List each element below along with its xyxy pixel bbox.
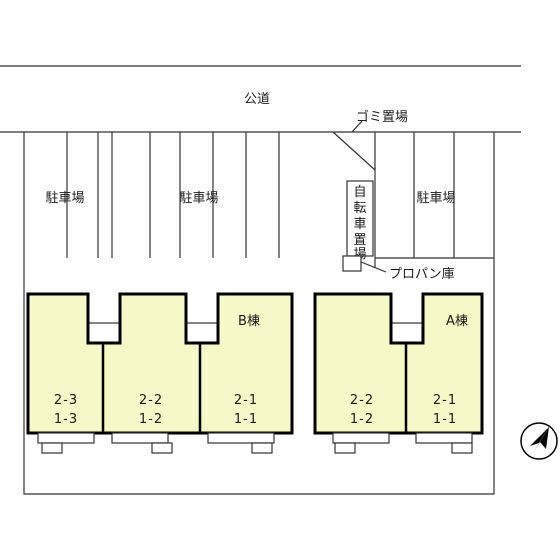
building-b-outline: [26, 292, 294, 435]
north-arrow-icon: [520, 422, 558, 460]
unit-lower-label: 1-1: [234, 412, 258, 427]
building-b-label: B棟: [238, 314, 260, 329]
parking-label-2: 駐車場: [179, 191, 218, 206]
bicycle-label-4: 置: [353, 233, 366, 248]
parking-area-1: [66, 132, 99, 258]
building-b: [26, 292, 294, 454]
parking-area-3: [375, 132, 494, 259]
balcony-step: [151, 442, 173, 454]
balcony: [415, 432, 473, 444]
stair-recess: [87, 322, 121, 344]
balcony: [37, 432, 95, 444]
unit-lower-label: 1-2: [350, 412, 374, 427]
unit-upper-label: 2-1: [234, 393, 258, 408]
stair-recess: [185, 322, 219, 344]
bicycle-label-1: 自: [353, 185, 366, 200]
balcony: [332, 432, 390, 444]
balcony-step: [451, 442, 473, 454]
road-label: 公道: [244, 92, 270, 107]
balcony-step: [251, 442, 273, 454]
balcony: [111, 432, 169, 444]
parking-area-2: [111, 132, 280, 258]
unit-upper-label: 2-1: [433, 393, 457, 408]
garbage-leader-line: [351, 120, 363, 133]
balcony-step: [41, 442, 63, 454]
bicycle-label-3: 車: [353, 217, 366, 232]
garbage-area-line: [332, 131, 376, 171]
building-a-label: A棟: [446, 314, 468, 329]
stair-recess: [390, 322, 424, 344]
building-a: [313, 292, 484, 454]
unit-lower-label: 1-1: [433, 412, 457, 427]
balcony: [207, 432, 275, 444]
parking-label-3: 駐車場: [416, 191, 455, 206]
bicycle-parking: [346, 180, 374, 257]
bicycle-label-2: 転: [353, 201, 366, 216]
balcony-step: [334, 442, 356, 454]
parking-label-1: 駐車場: [45, 191, 84, 206]
unit-lower-label: 1-2: [139, 412, 163, 427]
propane-leader-line: [360, 261, 387, 273]
propane-label: プロパン庫: [389, 267, 455, 282]
unit-upper-label: 2-3: [54, 393, 78, 408]
propane-storage: [342, 255, 362, 272]
unit-upper-label: 2-2: [139, 393, 163, 408]
unit-lower-label: 1-3: [54, 412, 78, 427]
lot-boundary: [23, 132, 495, 495]
garbage-label: ゴミ置場: [356, 109, 408, 125]
unit-upper-label: 2-2: [350, 393, 374, 408]
